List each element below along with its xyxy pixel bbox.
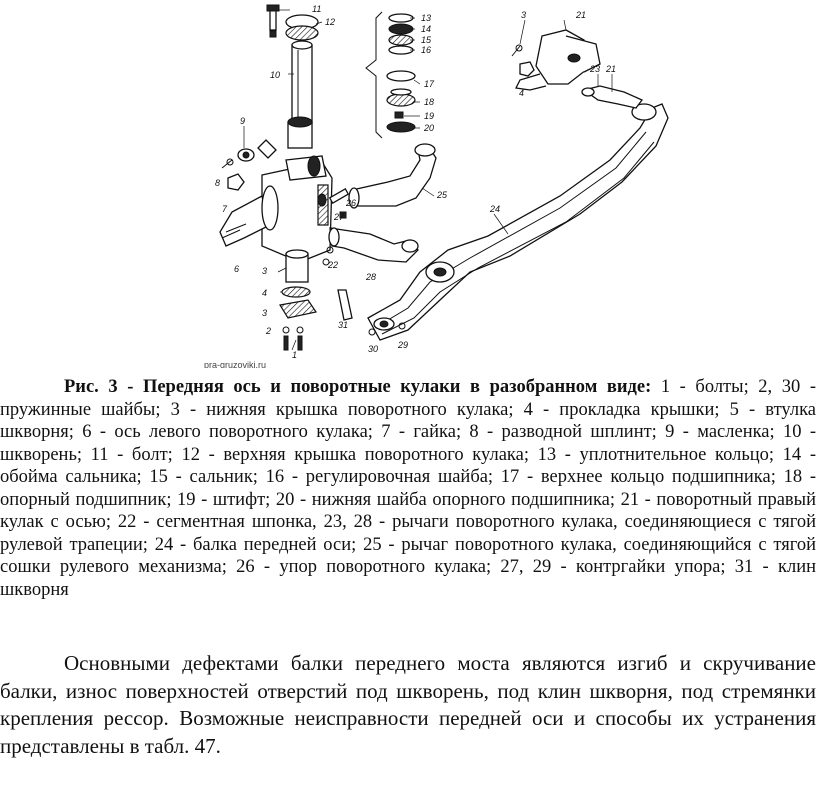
svg-text:30: 30: [368, 344, 378, 354]
svg-text:19: 19: [424, 111, 434, 121]
right-knuckle-drawing: [511, 29, 644, 109]
caption-text: 1 - болты; 2, 30 - пружинные шайбы; 3 - …: [0, 377, 816, 600]
svg-text:16: 16: [421, 45, 431, 55]
svg-text:3: 3: [262, 308, 267, 318]
svg-text:13: 13: [421, 13, 431, 23]
svg-text:3: 3: [262, 266, 267, 276]
svg-text:12: 12: [325, 17, 335, 27]
svg-text:21: 21: [575, 10, 586, 20]
svg-text:4: 4: [262, 288, 267, 298]
svg-text:2: 2: [265, 326, 271, 336]
svg-text:27: 27: [333, 212, 345, 222]
svg-text:25: 25: [436, 190, 448, 200]
svg-text:6: 6: [234, 264, 239, 274]
figure-caption: Рис. 3 - Передняя ось и поворотные кулак…: [0, 376, 816, 601]
svg-text:21: 21: [605, 64, 616, 74]
svg-text:23: 23: [589, 64, 600, 74]
callout-leaders: [243, 9, 613, 351]
exploded-view-diagram: 11 12 10 13 14 15 16 17 18 19 20 9 8 7 6…: [0, 0, 816, 368]
svg-text:3: 3: [521, 10, 526, 20]
svg-text:10: 10: [270, 70, 280, 80]
svg-text:26: 26: [345, 198, 356, 208]
body-paragraph: Основными дефектами балки переднего мост…: [0, 651, 816, 758]
svg-text:4: 4: [519, 88, 524, 98]
axle-beam-drawing: [337, 103, 669, 341]
watermark: pra-gruzoviki.ru: [204, 360, 266, 368]
svg-text:24: 24: [489, 204, 500, 214]
svg-text:20: 20: [423, 123, 434, 133]
svg-text:11: 11: [312, 4, 321, 14]
svg-text:18: 18: [424, 97, 434, 107]
svg-text:28: 28: [365, 272, 376, 282]
svg-text:17: 17: [424, 79, 435, 89]
svg-text:14: 14: [421, 24, 431, 34]
caption-title: Рис. 3 - Передняя ось и поворотные кулак…: [64, 377, 652, 397]
bearing-stack-drawing: [365, 11, 416, 139]
callout-labels: 11 12 10 13 14 15 16 17 18 19 20 9 8 7 6…: [204, 4, 616, 368]
svg-text:1: 1: [292, 350, 297, 360]
svg-text:8: 8: [215, 178, 220, 188]
svg-text:15: 15: [421, 35, 432, 45]
svg-text:9: 9: [240, 116, 245, 126]
svg-text:22: 22: [327, 260, 338, 270]
svg-text:31: 31: [338, 320, 348, 330]
steering-arms-drawing: [322, 143, 437, 266]
kingpin-assembly-drawing: [219, 4, 350, 351]
svg-text:29: 29: [397, 340, 408, 350]
svg-text:7: 7: [222, 204, 228, 214]
